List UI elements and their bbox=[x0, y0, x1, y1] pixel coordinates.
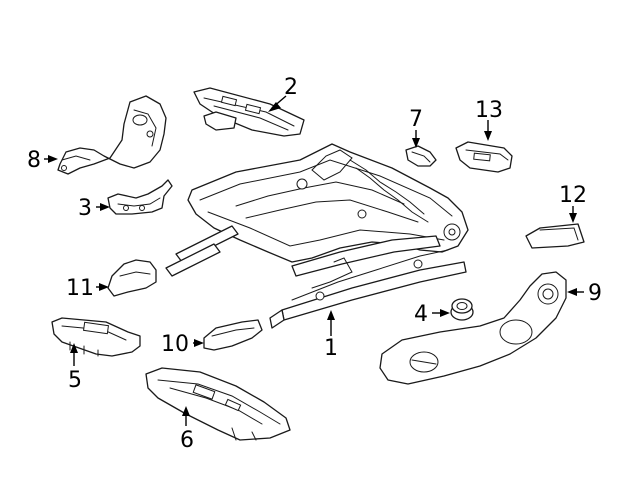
callout-7: 7 bbox=[409, 107, 423, 148]
callout-10: 10 bbox=[161, 332, 204, 357]
callout-label-7: 7 bbox=[409, 107, 423, 132]
callout-label-9: 9 bbox=[588, 281, 602, 306]
part-13-connector bbox=[455, 141, 513, 173]
part-2-cushion-panel bbox=[193, 87, 305, 137]
callout-label-11: 11 bbox=[66, 276, 94, 301]
callout-6: 6 bbox=[180, 406, 194, 453]
callout-1: 1 bbox=[324, 310, 338, 361]
callout-label-3: 3 bbox=[78, 196, 92, 221]
part-7-switch bbox=[405, 145, 437, 167]
part-6-module bbox=[145, 367, 291, 441]
part-10-handle bbox=[203, 319, 263, 351]
callout-label-2: 2 bbox=[284, 75, 298, 100]
part-9-side-shield bbox=[379, 271, 567, 385]
part-4-knob bbox=[450, 298, 474, 321]
part-8-cover bbox=[57, 95, 167, 175]
callout-3: 3 bbox=[78, 196, 110, 221]
seat-frame-assembly bbox=[165, 143, 469, 329]
callout-label-6: 6 bbox=[180, 428, 194, 453]
part-3-bracket bbox=[107, 179, 173, 215]
callout-label-4: 4 bbox=[414, 302, 428, 327]
callout-2: 2 bbox=[268, 75, 298, 112]
callout-label-13: 13 bbox=[475, 98, 503, 123]
callout-label-10: 10 bbox=[161, 332, 189, 357]
callout-label-12: 12 bbox=[559, 183, 587, 208]
callout-label-5: 5 bbox=[68, 368, 82, 393]
part-5-module bbox=[51, 317, 141, 357]
callout-9: 9 bbox=[567, 281, 602, 306]
callout-5: 5 bbox=[68, 343, 82, 393]
callout-label-1: 1 bbox=[324, 336, 338, 361]
part-12-bracket bbox=[525, 223, 585, 249]
callout-4: 4 bbox=[414, 302, 450, 327]
callout-11: 11 bbox=[66, 276, 109, 301]
callout-13: 13 bbox=[475, 98, 503, 141]
callout-8: 8 bbox=[27, 148, 58, 173]
part-11-lever bbox=[107, 259, 157, 297]
callout-12: 12 bbox=[559, 183, 587, 223]
callout-label-8: 8 bbox=[27, 148, 41, 173]
